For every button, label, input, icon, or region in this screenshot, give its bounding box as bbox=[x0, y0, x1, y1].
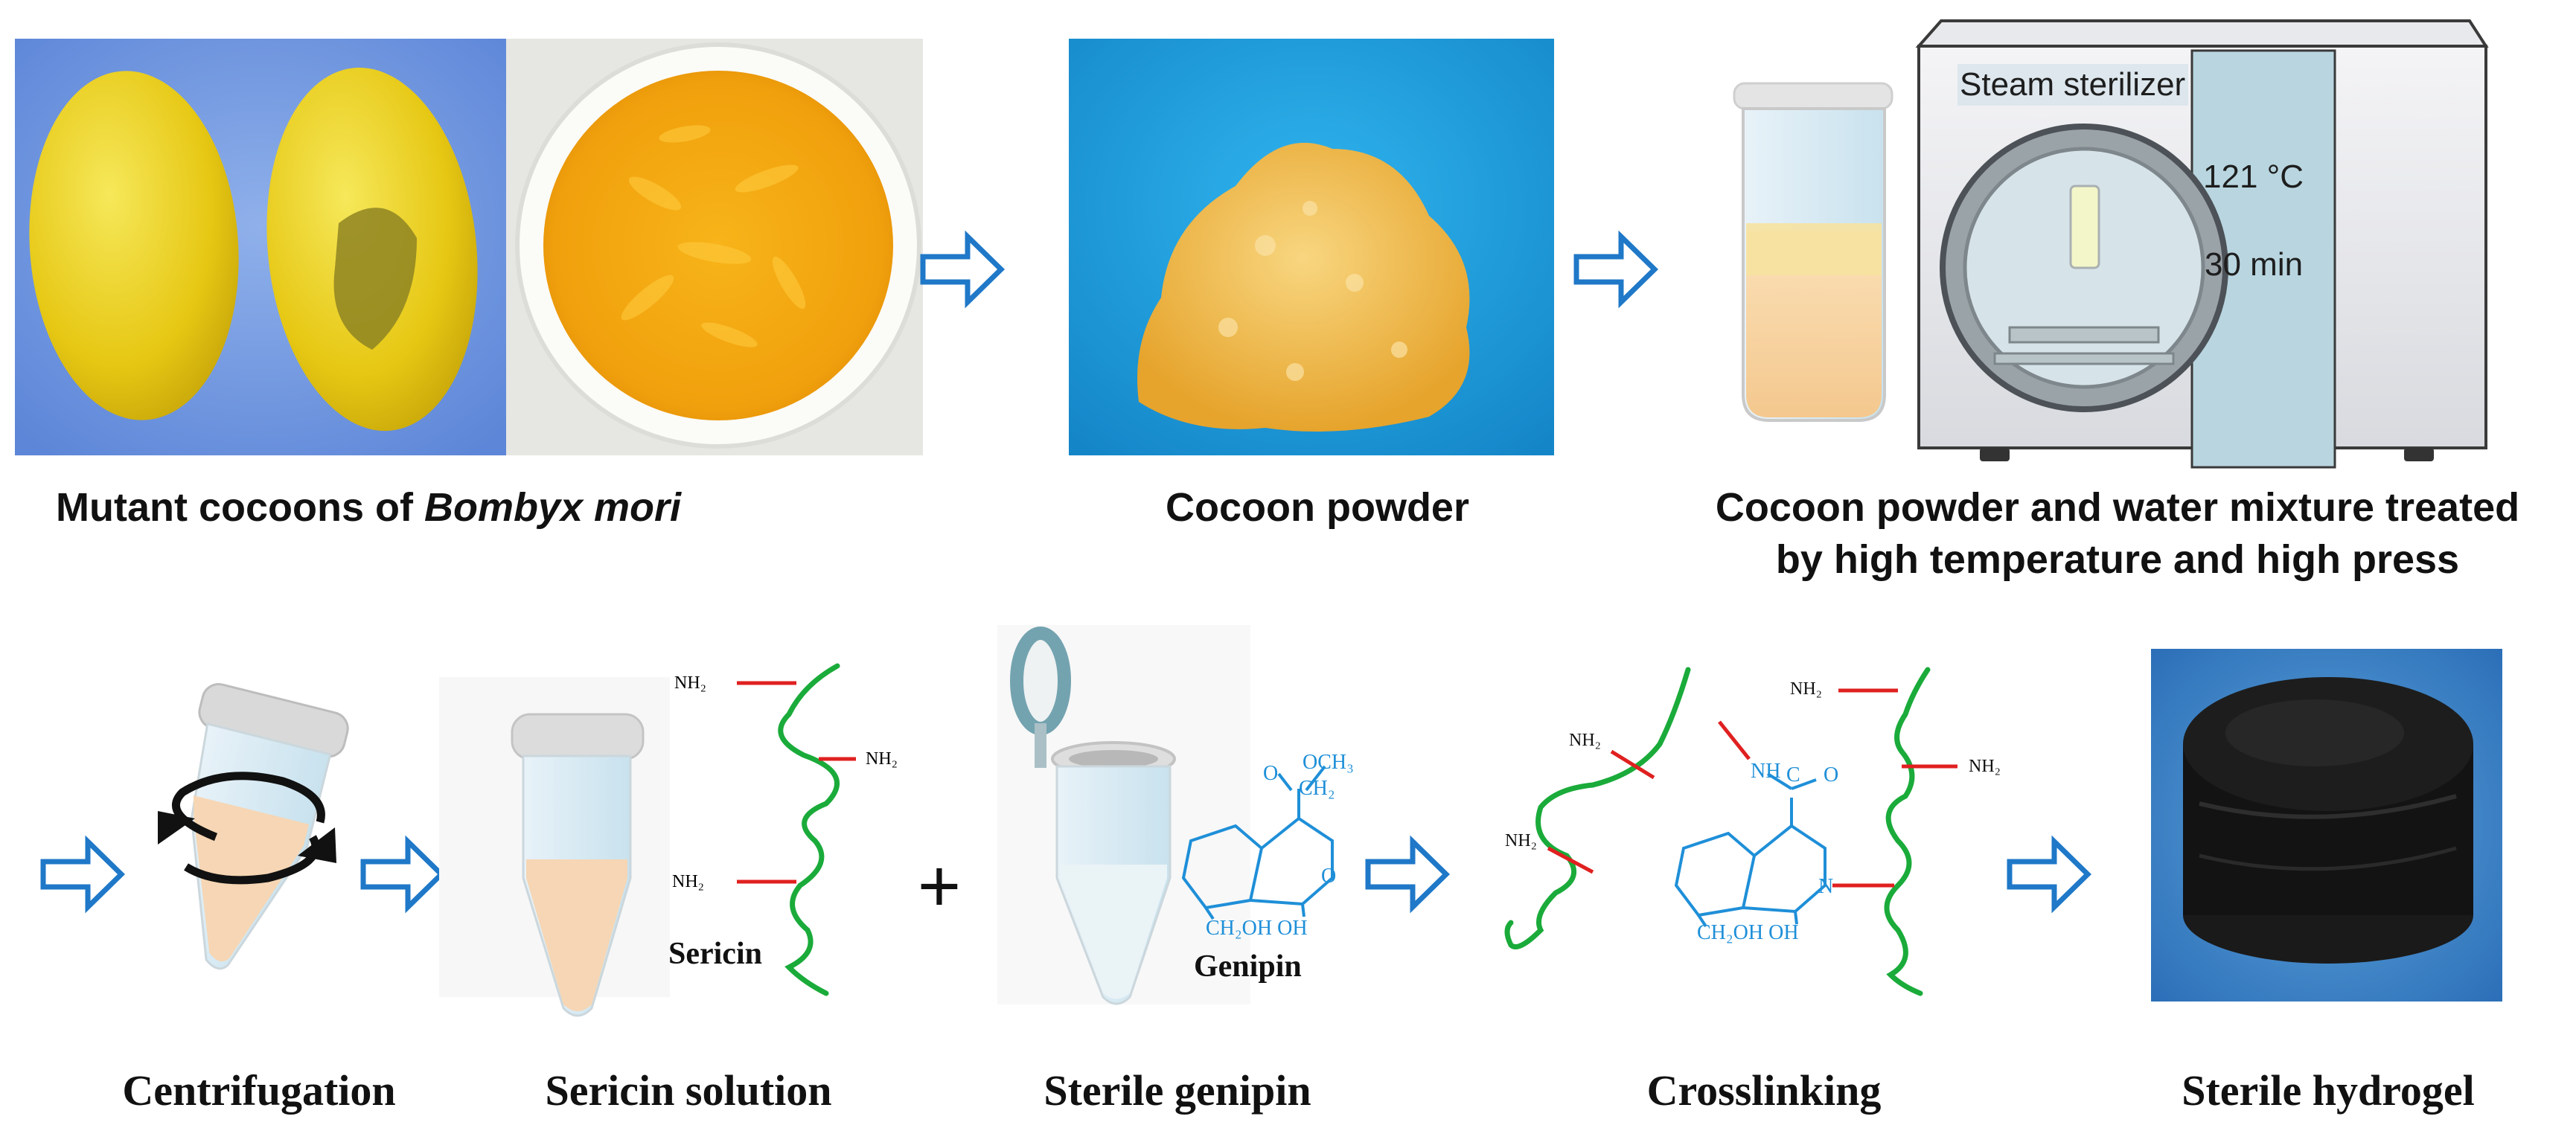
arrow-4 bbox=[360, 835, 446, 914]
xl-nh2-3: NH₂ bbox=[1790, 679, 1822, 699]
xl-nh2-2: NH₂ bbox=[1505, 831, 1537, 850]
xl-nh-label: NH bbox=[1751, 760, 1780, 783]
sample-vial bbox=[1733, 82, 1893, 422]
arrow-1 bbox=[920, 230, 1006, 309]
genipin-och3-label: OCH₃ bbox=[1303, 751, 1354, 774]
label-sterile-hydrogel: Sterile hydrogel bbox=[2182, 1066, 2475, 1115]
sericin-nh2-3: NH₂ bbox=[672, 872, 704, 891]
sericin-name: Sericin bbox=[668, 937, 762, 971]
label-centrifugation: Centrifugation bbox=[122, 1066, 395, 1115]
xl-nh2-1: NH₂ bbox=[1569, 731, 1601, 750]
plus-sign: + bbox=[918, 845, 961, 928]
sterilizer-title: Steam sterilizer bbox=[1960, 66, 2185, 103]
arrow-5 bbox=[1365, 835, 1451, 914]
genipin-name: Genipin bbox=[1194, 949, 1302, 984]
sericin-solution-tube bbox=[439, 677, 670, 1017]
sericin-nh2-1: NH₂ bbox=[674, 673, 706, 693]
cocoons-photo bbox=[15, 39, 506, 455]
label-crosslinking: Crosslinking bbox=[1647, 1066, 1882, 1115]
sericin-chain: NH₂ NH₂ NH₂ Sericin bbox=[668, 663, 898, 996]
genipin-structure bbox=[1181, 765, 1334, 920]
xl-ch2oh-oh-label: CH₂OH OH bbox=[1697, 921, 1799, 944]
xl-o-label: O bbox=[1824, 763, 1838, 786]
genipin-tube bbox=[997, 625, 1250, 1005]
label-treatment-line2: by high temperature and high press bbox=[1776, 537, 2459, 582]
xl-nh2-4: NH₂ bbox=[1969, 757, 2001, 776]
sterilizer-temp: 121 °C bbox=[2203, 158, 2304, 195]
rotation-arrowhead-icon bbox=[158, 811, 195, 845]
rotation-arrowhead-icon bbox=[298, 827, 336, 863]
label-mutant-cocoons: Mutant cocoons of Bombyx mori bbox=[56, 485, 682, 530]
label-cocoon-powder: Cocoon powder bbox=[1166, 485, 1469, 530]
label-sericin-solution: Sericin solution bbox=[545, 1066, 831, 1115]
genipin-ring-o-label: O bbox=[1321, 865, 1336, 888]
arrow-2 bbox=[1573, 230, 1659, 309]
xl-n-label: N bbox=[1818, 875, 1833, 898]
xl-c-label: C bbox=[1786, 763, 1800, 786]
genipin-ch2oh-oh-label: CH₂OH OH bbox=[1206, 917, 1308, 940]
hydrogel-photo bbox=[2151, 649, 2502, 1002]
sericin-nh2-2: NH₂ bbox=[866, 749, 898, 769]
crosslinked-network: NH₂ NH₂ NH₂ NH₂ NH C O N CH₂OH OH bbox=[1504, 667, 2001, 996]
arrow-3 bbox=[40, 835, 126, 914]
arrow-6 bbox=[2007, 835, 2092, 914]
cocoon-shreds-bowl-photo bbox=[506, 39, 923, 455]
sterilizer-time: 30 min bbox=[2205, 246, 2303, 283]
label-treatment-line1: Cocoon powder and water mixture treated bbox=[1716, 485, 2519, 530]
cocoon-powder-photo bbox=[1069, 39, 1554, 455]
steam-sterilizer: Steam sterilizer 121 °C 30 min bbox=[1915, 19, 2489, 469]
genipin-ch2-label: CH₂ bbox=[1299, 777, 1335, 800]
genipin-o-label: O bbox=[1263, 762, 1278, 785]
label-sterile-genipin: Sterile genipin bbox=[1043, 1066, 1311, 1115]
